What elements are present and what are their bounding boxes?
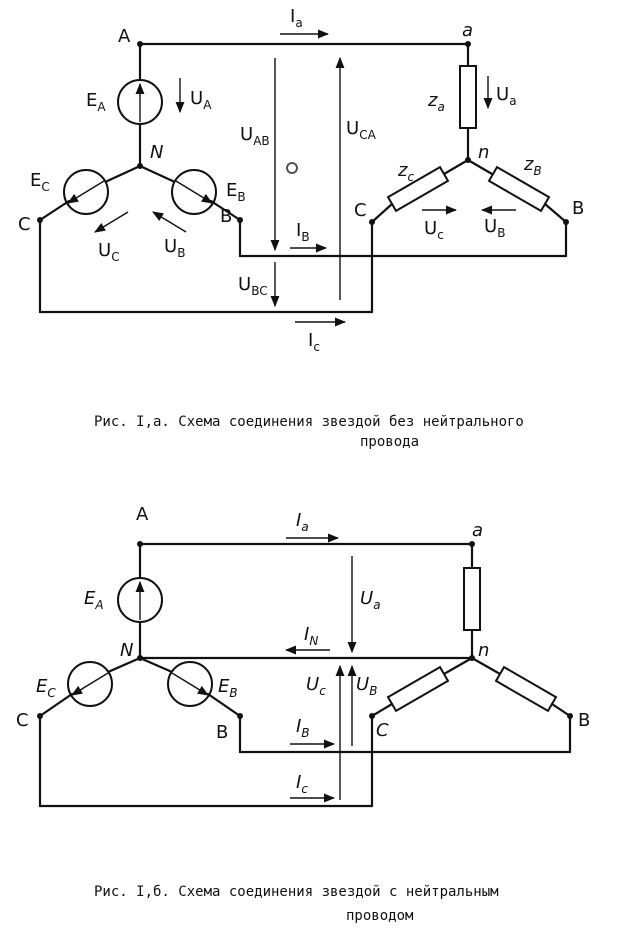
wire-n-zc: [442, 656, 474, 676]
label-node-a: a: [462, 20, 473, 41]
label-node-N: N: [150, 142, 163, 163]
wire-N-EC: [106, 656, 142, 674]
label-z-b: zB: [523, 154, 542, 178]
node-c-dot: [369, 219, 375, 225]
resistor-za: [463, 567, 481, 631]
wire-N-EC: [101, 164, 142, 185]
node-b-dot: [567, 713, 573, 719]
wire-n-zc: [442, 158, 470, 176]
label-E-B: EB: [218, 676, 238, 700]
label-U-C: UC: [98, 240, 120, 264]
source-EB: [171, 169, 217, 215]
source-EA: [117, 79, 163, 125]
label-E-C: EC: [30, 170, 50, 194]
label-node-n: n: [478, 142, 489, 163]
resistor-zc: [386, 165, 450, 213]
label-node-n: n: [478, 640, 489, 661]
label-U-c: Uc: [306, 674, 326, 698]
label-E-C: EC: [36, 676, 56, 700]
label-I-N: IN: [304, 624, 318, 648]
label-node-C: C: [18, 214, 31, 235]
resistor-zc: [386, 665, 450, 713]
arrow-U-C: [94, 211, 129, 233]
caption-b-line1: Рис. I,б. Схема соединения звездой с ней…: [94, 884, 499, 900]
source-EC: [63, 169, 109, 215]
label-z-c: zc: [397, 160, 414, 184]
wire-n-zb: [470, 656, 502, 676]
label-U-c: Uc: [424, 218, 444, 242]
label-node-a: a: [472, 520, 483, 541]
source-EC: [67, 661, 113, 707]
caption-a-line1: Рис. I,а. Схема соединения звездой без н…: [94, 414, 524, 430]
wire-EB-B: [206, 692, 242, 718]
wire-zb-b: [543, 202, 568, 224]
label-U-CA: UCA: [346, 118, 377, 142]
figure-a: A a N n C B C B EA EC EB UA UAB UCA UBC …: [18, 6, 584, 450]
wire-zc-c: [370, 202, 394, 224]
wire-n-zb: [466, 158, 494, 176]
wire-zb-b: [550, 702, 572, 718]
caption-b-line2: проводом: [346, 908, 414, 924]
wire-EB-B: [209, 199, 242, 222]
label-I-b: IB: [296, 220, 310, 244]
figure-b: A a N n C B C B EA EC EB Ia IN IB Ic Ua …: [16, 504, 590, 924]
label-node-C: C: [16, 710, 29, 731]
label-I-a: Ia: [296, 510, 309, 534]
resistor-za: [459, 65, 477, 129]
node-c-dot: [369, 713, 375, 719]
label-U-B: UB: [164, 236, 185, 260]
label-U-b: UB: [484, 216, 505, 240]
label-node-A: A: [136, 504, 149, 525]
wire-EC-C: [38, 692, 74, 718]
label-node-B: B: [216, 722, 228, 743]
label-node-B: B: [220, 206, 232, 227]
label-node-A: A: [118, 26, 131, 47]
center-mark: [286, 162, 298, 174]
wire-zc-c: [370, 702, 394, 718]
source-EA: [117, 577, 163, 623]
resistor-zb: [494, 665, 558, 713]
wire-N-EB: [138, 656, 174, 674]
label-E-A: EA: [86, 90, 106, 114]
node-b-dot: [563, 219, 569, 225]
label-U-BC: UBC: [238, 274, 268, 298]
label-I-c: Ic: [296, 772, 308, 796]
wire-N-EB: [138, 164, 179, 185]
label-U-A: UA: [190, 88, 212, 112]
label-node-b: B: [572, 198, 584, 219]
label-E-A: EA: [84, 588, 104, 612]
label-U-a: Ua: [360, 588, 381, 612]
label-I-a: Ia: [290, 6, 303, 30]
label-U-b: UB: [356, 674, 377, 698]
label-node-N: N: [120, 640, 133, 661]
label-U-AB: UAB: [240, 124, 270, 148]
label-node-c: C: [354, 200, 367, 221]
label-U-a: Ua: [496, 84, 517, 108]
arrow-U-B: [152, 211, 187, 233]
source-EB: [167, 661, 213, 707]
caption-a-line2: провода: [360, 434, 419, 450]
wire-EC-C: [38, 199, 71, 222]
label-node-c: C: [376, 720, 389, 741]
label-E-B: EB: [226, 180, 246, 204]
label-node-b: B: [578, 710, 590, 731]
label-z-a: za: [427, 90, 445, 114]
label-I-b: IB: [296, 716, 310, 740]
label-I-c: Ic: [308, 330, 320, 354]
